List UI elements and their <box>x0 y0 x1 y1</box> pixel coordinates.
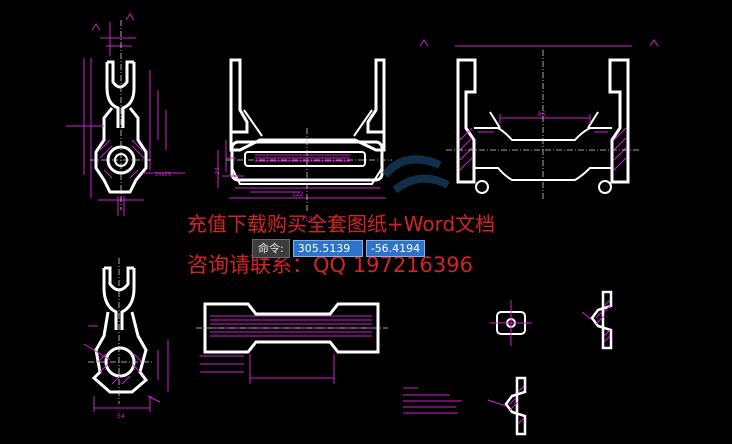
command-tooltip: 命令: 305.5139 -56.4194 <box>252 239 426 258</box>
side-label-text: 2Xø25 <box>155 172 171 178</box>
detail-small-ring-lines <box>490 300 532 346</box>
detail-side-flange-2-hatch <box>487 385 525 425</box>
command-label: 命令: <box>252 239 290 258</box>
detail-side-flange-2 <box>504 376 527 436</box>
centerlines-front <box>226 128 392 212</box>
centerlines-top-left <box>90 20 152 210</box>
view-right <box>456 58 630 194</box>
watermark-line-2: 咨询请联系：QQ 197216396 <box>187 253 473 277</box>
detail-side-flange <box>590 290 613 350</box>
hatch-front <box>255 154 350 162</box>
hatch-bottom-bar <box>210 315 372 337</box>
hatch-bottom-left <box>97 353 143 385</box>
front-width-text: 122 <box>292 191 304 198</box>
detail-side-flange-hatch <box>581 299 611 343</box>
view-front <box>229 58 386 185</box>
centerlines-right <box>446 50 640 200</box>
dims-front <box>217 140 386 199</box>
front-center-text: 150 <box>305 216 317 223</box>
dims-right <box>419 39 659 124</box>
hatch-top-left <box>99 139 145 179</box>
technical-notes <box>403 387 462 414</box>
bottom-width-text: 54 <box>117 413 125 420</box>
view-bottom-left <box>91 266 149 394</box>
front-height-text: 24 <box>214 167 221 175</box>
coord-x-input[interactable]: 305.5139 <box>292 240 363 257</box>
dim-text-right: 86 <box>538 111 546 118</box>
dims-bottom-bar <box>200 354 335 384</box>
dim-text-front: 122 150 24 <box>214 167 317 223</box>
background-logo <box>381 155 450 194</box>
view-bottom-bar <box>203 302 380 354</box>
right-width-text: 86 <box>538 111 546 118</box>
hatch-right <box>459 127 627 171</box>
coord-y-input[interactable]: -56.4194 <box>365 240 426 257</box>
dims-top-left <box>66 13 185 216</box>
watermark-line-1: 充值下载购买全套图纸+Word文档 <box>187 212 496 236</box>
dim-text-bottom-left: 54 <box>117 413 125 420</box>
dim-text-top-left: 2Xø25 <box>155 172 171 178</box>
dims-bottom-left <box>83 325 169 412</box>
centerlines-bottom-left <box>88 258 154 404</box>
